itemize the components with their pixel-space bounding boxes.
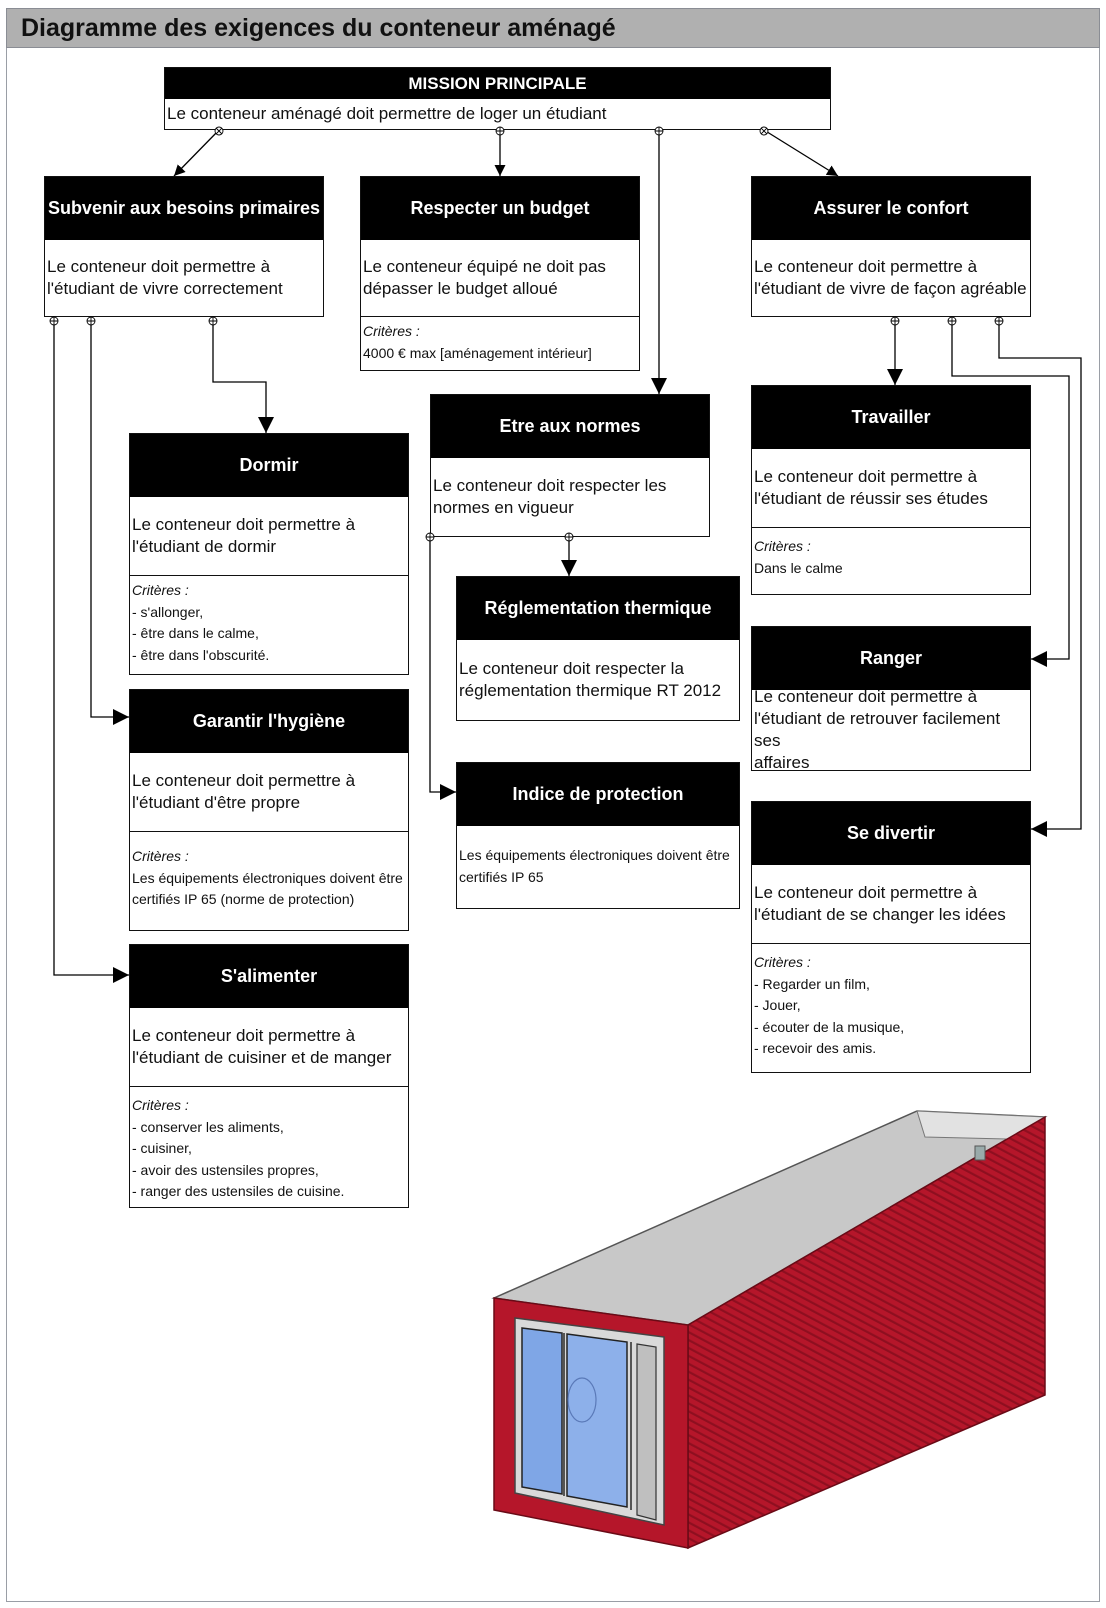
link-normes-protection xyxy=(429,537,456,800)
criteria: Critères : Les équipements électroniques… xyxy=(130,831,408,913)
req-header: Se divertir xyxy=(752,802,1030,865)
criteria: Critères : - Regarder un film, - Jouer, … xyxy=(752,943,1030,1062)
req-budget: Respecter un budget Le conteneur équipé … xyxy=(360,176,640,371)
back-fixture xyxy=(974,1145,986,1161)
req-text: Les équipements électroniques doivent êt… xyxy=(459,847,730,885)
req-header: S'alimenter xyxy=(130,945,408,1008)
link-besoins-dormir xyxy=(212,321,274,433)
mission-text: Le conteneur aménagé doit permettre de l… xyxy=(167,104,607,123)
page-title: Diagramme des exigences du conteneur amé… xyxy=(21,14,616,42)
req-protection: Indice de protection Les équipements éle… xyxy=(456,762,740,909)
side-panel xyxy=(636,1343,657,1521)
mission-box: MISSION PRINCIPALE Le conteneur aménagé … xyxy=(164,67,831,130)
req-header: Subvenir aux besoins primaires xyxy=(45,177,323,240)
mission-header: MISSION PRINCIPALE xyxy=(165,68,830,99)
req-thermique: Réglementation thermique Le conteneur do… xyxy=(456,576,740,721)
req-header: Garantir l'hygiène xyxy=(130,690,408,753)
req-alimenter: S'alimenter Le conteneur doit permettre … xyxy=(129,944,409,1208)
criteria: Critères : Dans le calme xyxy=(752,527,1030,581)
criteria: Critères : - conserver les aliments, - c… xyxy=(130,1086,408,1205)
link-mission-besoins xyxy=(173,129,220,177)
link-mission-confort xyxy=(763,129,839,177)
link-besoins-hygiene xyxy=(90,321,129,725)
req-header: Respecter un budget xyxy=(361,177,639,240)
req-header: Travailler xyxy=(752,386,1030,449)
req-besoins: Subvenir aux besoins primaires Le conten… xyxy=(44,176,324,317)
link-besoins-alimenter xyxy=(53,321,129,983)
req-hygiene: Garantir l'hygiène Le conteneur doit per… xyxy=(129,689,409,931)
glass-panel-left xyxy=(521,1327,563,1495)
req-header: Etre aux normes xyxy=(431,395,709,458)
glass-panel-right xyxy=(566,1333,628,1508)
req-header: Réglementation thermique xyxy=(457,577,739,640)
req-normes: Etre aux normes Le conteneur doit respec… xyxy=(430,394,710,537)
req-confort: Assurer le confort Le conteneur doit per… xyxy=(751,176,1031,317)
req-travailler: Travailler Le conteneur doit permettre à… xyxy=(751,385,1031,595)
criteria: Critères : - s'allonger, - être dans le … xyxy=(130,575,408,668)
connector-circles xyxy=(49,126,1004,542)
criteria: Critères : 4000 € max [aménagement intér… xyxy=(361,316,639,366)
link-confort-divertir xyxy=(998,321,1082,837)
req-header: Ranger xyxy=(752,627,1030,690)
glass-reflection xyxy=(567,1377,597,1423)
title-bar: Diagramme des exigences du conteneur amé… xyxy=(6,8,1100,48)
req-header: Dormir xyxy=(130,434,408,497)
req-divertir: Se divertir Le conteneur doit permettre … xyxy=(751,801,1031,1073)
req-header: Assurer le confort xyxy=(752,177,1030,240)
link-confort-ranger xyxy=(951,321,1070,667)
req-header: Indice de protection xyxy=(457,763,739,826)
